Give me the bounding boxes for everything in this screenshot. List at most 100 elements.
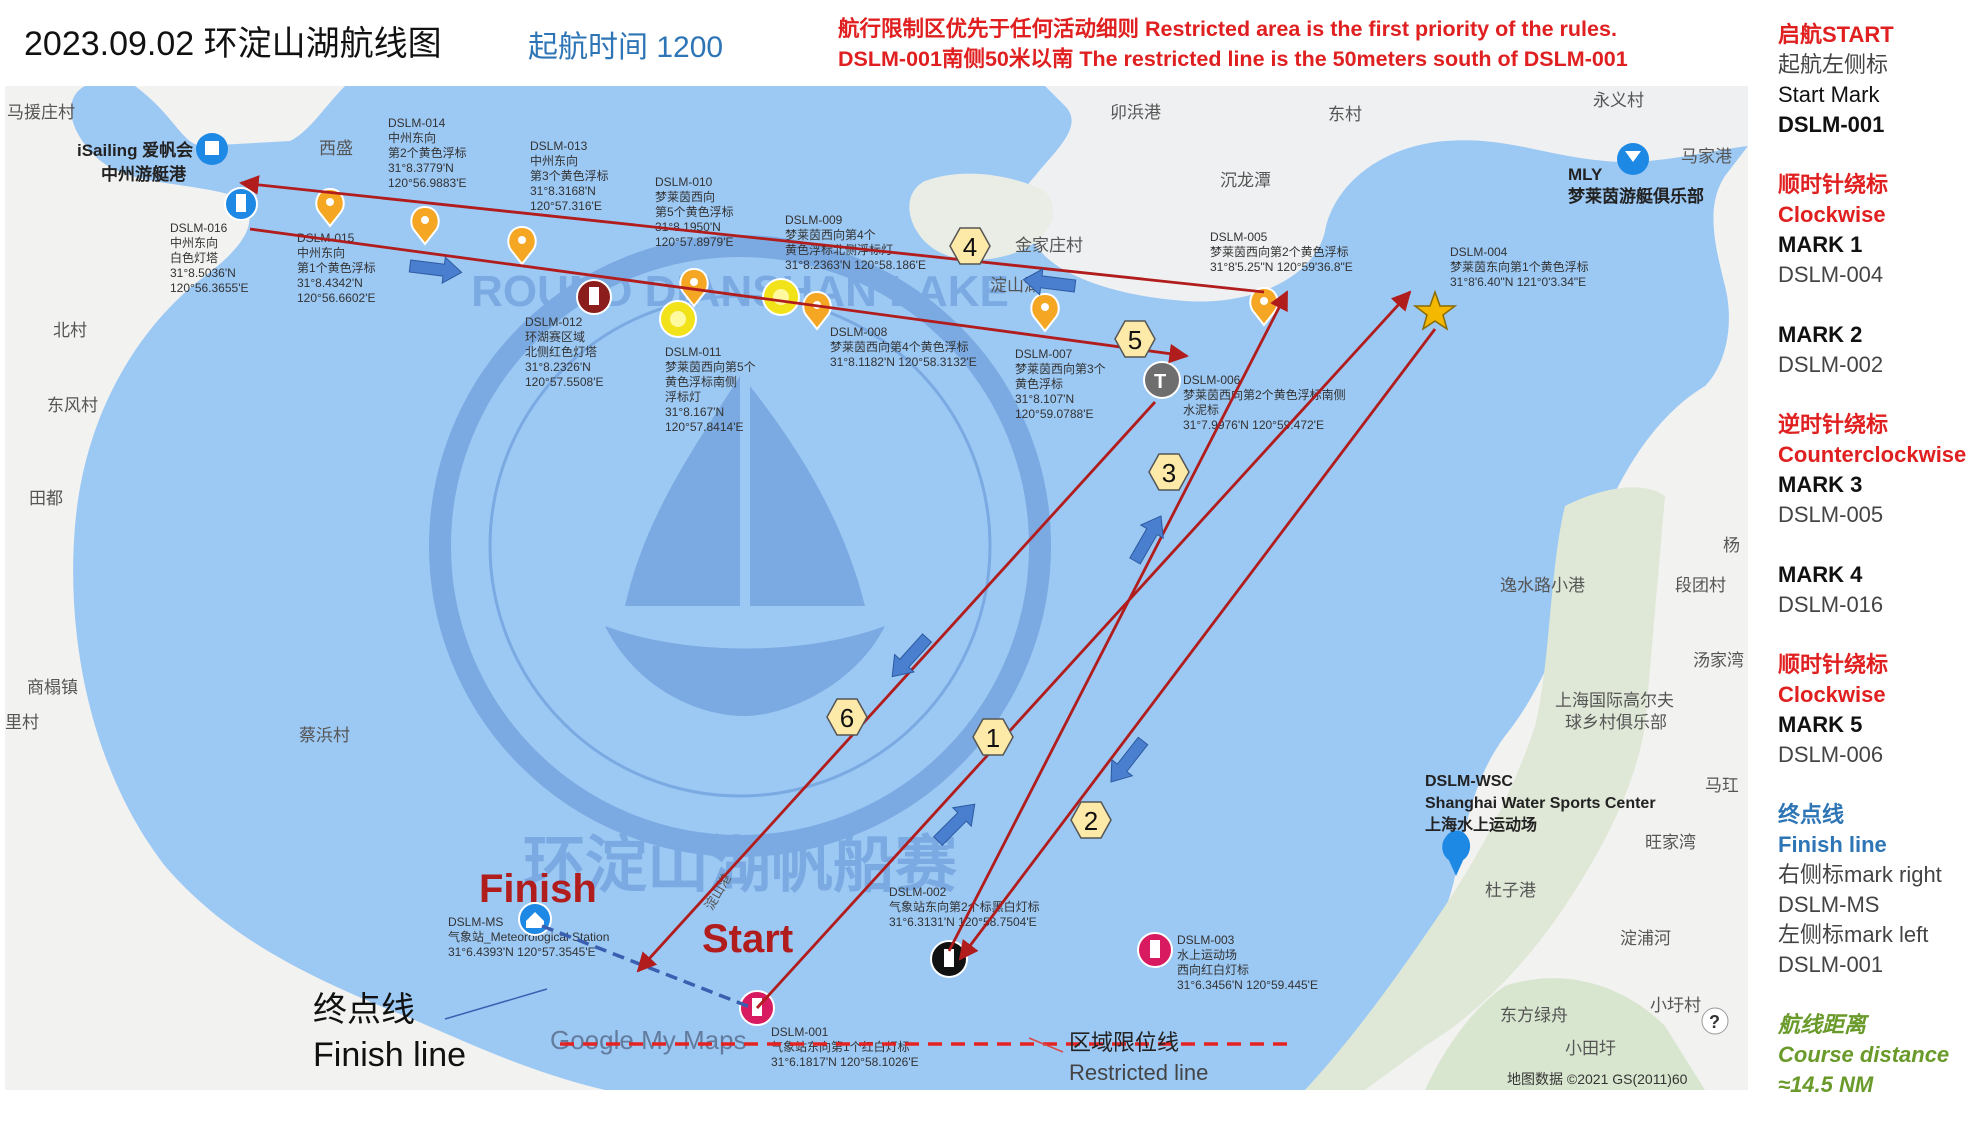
legend-mark1-id: DSLM-004 bbox=[1778, 262, 1884, 287]
legend-counterclockwise-cn: 逆时针绕标 bbox=[1778, 412, 1889, 437]
place-name: 小田圩 bbox=[1565, 1039, 1616, 1058]
finish-pointer bbox=[444, 988, 548, 1020]
svg-text:120°57.316'E: 120°57.316'E bbox=[530, 199, 602, 213]
direction-arrows bbox=[408, 256, 1164, 846]
svg-text:黄色浮标北侧浮标灯: 黄色浮标北侧浮标灯 bbox=[785, 243, 893, 257]
place-name: 田都 bbox=[29, 489, 63, 508]
mark-label-014: DSLM-014 中州东向 第2个黄色浮标 31°8.3779'N 120°56… bbox=[388, 116, 467, 190]
legend-mark1: MARK 1 bbox=[1778, 232, 1863, 257]
mark-label-005: DSLM-005 梦莱茵西向第2个黄色浮标 31°8'5.25"N 120°59… bbox=[1210, 230, 1353, 274]
mark-label-010: DSLM-010 梦莱茵西向 第5个黄色浮标 31°8.1950'N 120°5… bbox=[655, 175, 734, 249]
route-leg-mark2-to-mark3 bbox=[947, 290, 1289, 952]
svg-text:DSLM-001: DSLM-001 bbox=[771, 1025, 829, 1039]
svg-text:31°8.107'N: 31°8.107'N bbox=[1015, 392, 1074, 406]
svg-text:31°6.3456'N 120°59.445'E: 31°6.3456'N 120°59.445'E bbox=[1177, 978, 1318, 992]
svg-text:120°57.8414'E: 120°57.8414'E bbox=[665, 420, 744, 434]
cocktail-icon bbox=[1625, 151, 1641, 162]
legend-finish-en: Finish line bbox=[1778, 832, 1887, 857]
legend-mark4: MARK 4 bbox=[1778, 562, 1863, 587]
svg-text:3: 3 bbox=[1162, 458, 1176, 488]
svg-text:DSLM-016: DSLM-016 bbox=[170, 221, 228, 235]
svg-text:梦莱茵西向第4个: 梦莱茵西向第4个 bbox=[785, 227, 876, 242]
svg-text:DSLM-007: DSLM-007 bbox=[1015, 347, 1073, 361]
restricted-notice-line1: 航行限制区优先于任何活动细则 Restricted area is the fi… bbox=[838, 17, 1617, 41]
legend-mark5-id: DSLM-006 bbox=[1778, 742, 1884, 767]
svg-text:31°8.2326'N: 31°8.2326'N bbox=[525, 360, 591, 374]
mark-label-008: DSLM-008 梦莱茵西向第4个黄色浮标 31°8.1182'N 120°58… bbox=[830, 325, 977, 369]
buoy-pin-icon bbox=[410, 205, 440, 246]
svg-text:120°59.0788'E: 120°59.0788'E bbox=[1015, 407, 1094, 421]
svg-text:北侧红色灯塔: 北侧红色灯塔 bbox=[525, 344, 597, 359]
svg-text:气象站东向第2个标黑白灯标: 气象站东向第2个标黑白灯标 bbox=[889, 899, 1040, 914]
legend-finish-cn: 终点线 bbox=[1778, 802, 1845, 827]
direction-arrow-icon bbox=[1129, 515, 1164, 565]
svg-text:西向红白灯标: 西向红白灯标 bbox=[1177, 962, 1249, 977]
svg-text:白色灯塔: 白色灯塔 bbox=[170, 250, 218, 265]
place-names: 马援庄村 西盛 卯浜港 东村 永义村 马家港 金家庄村 淀山湖 沉龙潭 北村 东… bbox=[5, 91, 1744, 1087]
place-name: 球乡村俱乐部 bbox=[1565, 713, 1667, 732]
svg-text:梦莱茵西向第5个: 梦莱茵西向第5个 bbox=[665, 359, 756, 374]
place-name: 里村 bbox=[5, 713, 39, 732]
poi-isailing: iSailing 爱帆会 中州游艇港 bbox=[77, 133, 228, 184]
finish-label-cn: 终点线 bbox=[313, 991, 415, 1029]
place-name: 马援庄村 bbox=[7, 103, 75, 122]
place-name: 卯浜港 bbox=[1110, 103, 1161, 122]
concrete-mark-icon: T bbox=[1143, 361, 1181, 399]
svg-text:环湖赛区域: 环湖赛区域 bbox=[525, 329, 585, 344]
place-name: 西盛 bbox=[319, 139, 353, 158]
start-title: Start bbox=[702, 917, 793, 961]
buoy-light-icon bbox=[659, 300, 697, 338]
leg-badge-4: 4 bbox=[949, 227, 991, 265]
lighthouse-icon bbox=[576, 279, 612, 315]
svg-text:DSLM-003: DSLM-003 bbox=[1177, 933, 1235, 947]
mark-label-007: DSLM-007 梦莱茵西向第3个 黄色浮标 31°8.107'N 120°59… bbox=[1015, 347, 1106, 421]
svg-text:梦莱茵西向: 梦莱茵西向 bbox=[655, 189, 715, 204]
mark-label-006: DSLM-006 梦莱茵西向第2个黄色浮标南侧 水泥标 31°7.9976'N … bbox=[1183, 373, 1346, 432]
mark-label-011: DSLM-011 梦莱茵西向第5个 黄色浮标南侧 浮标灯 31°8.167'N … bbox=[665, 345, 756, 434]
direction-arrow-icon bbox=[1110, 736, 1149, 783]
buoy-pin-icon bbox=[315, 187, 345, 228]
help-icon[interactable]: ? bbox=[1701, 1007, 1729, 1035]
svg-text:DSLM-014: DSLM-014 bbox=[388, 116, 446, 130]
svg-text:DSLM-005: DSLM-005 bbox=[1210, 230, 1268, 244]
place-name: 北村 bbox=[53, 321, 87, 340]
watermark-en: ROUND DIANSHAN LAKE bbox=[471, 267, 1009, 316]
svg-text:31°8.167'N: 31°8.167'N bbox=[665, 405, 724, 419]
direction-arrow-icon bbox=[408, 256, 463, 284]
svg-text:2: 2 bbox=[1084, 806, 1098, 836]
place-name: 东方绿舟 bbox=[1500, 1006, 1568, 1025]
place-name: 逸水路小港 bbox=[1500, 576, 1585, 595]
svg-text:120°57.8979'E: 120°57.8979'E bbox=[655, 235, 734, 249]
svg-text:120°57.5508'E: 120°57.5508'E bbox=[525, 375, 604, 389]
legend-distance-cn: 航线距离 bbox=[1778, 1012, 1867, 1037]
svg-text:6: 6 bbox=[840, 703, 854, 733]
svg-text:气象站_Meteorological Station: 气象站_Meteorological Station bbox=[448, 929, 609, 944]
svg-text:黄色浮标: 黄色浮标 bbox=[1015, 377, 1063, 391]
legend-mark2-id: DSLM-002 bbox=[1778, 352, 1884, 377]
mark-label-004: DSLM-004 梦莱茵东向第1个黄色浮标 31°8'6.40"N 121°0'… bbox=[1450, 245, 1589, 289]
poi-label: 梦莱茵游艇俱乐部 bbox=[1568, 186, 1704, 206]
place-name: 淀浦河 bbox=[1620, 929, 1671, 948]
svg-text:31°7.9976'N 120°59.472'E: 31°7.9976'N 120°59.472'E bbox=[1183, 418, 1324, 432]
direction-arrow-icon bbox=[1022, 268, 1077, 296]
svg-text:T: T bbox=[1154, 371, 1166, 393]
legend-start-mark-id: DSLM-001 bbox=[1778, 112, 1885, 137]
legend-clockwise-cn: 顺时针绕标 bbox=[1778, 172, 1889, 197]
svg-text:DSLM-006: DSLM-006 bbox=[1183, 373, 1241, 387]
legend-finish-left: 左侧标mark left bbox=[1778, 922, 1929, 947]
restricted-label-cn: 区域限位线 bbox=[1069, 1030, 1179, 1055]
buoy-pin-icon bbox=[802, 290, 832, 331]
svg-text:黄色浮标南侧: 黄色浮标南侧 bbox=[665, 374, 737, 389]
leg-badge-6: 6 bbox=[826, 698, 868, 736]
legend-start-side: 起航左侧标 bbox=[1778, 52, 1889, 77]
poi-wsc: DSLM-WSC Shanghai Water Sports Center 上海… bbox=[1425, 773, 1656, 876]
legend-clockwise2-cn: 顺时针绕标 bbox=[1778, 652, 1889, 677]
svg-text:梦莱茵西向第2个黄色浮标: 梦莱茵西向第2个黄色浮标 bbox=[1210, 244, 1349, 259]
finish-label-en: Finish line bbox=[313, 1036, 466, 1074]
poi-label: Shanghai Water Sports Center bbox=[1425, 795, 1656, 812]
svg-text:水上运动场: 水上运动场 bbox=[1177, 948, 1237, 962]
svg-text:DSLM-008: DSLM-008 bbox=[830, 325, 888, 339]
svg-text:中州东向: 中州东向 bbox=[530, 153, 578, 168]
svg-text:31°8.1182'N 120°58.3132'E: 31°8.1182'N 120°58.3132'E bbox=[830, 355, 977, 369]
page-title: 2023.09.02 环淀山湖航线图 bbox=[24, 25, 442, 63]
